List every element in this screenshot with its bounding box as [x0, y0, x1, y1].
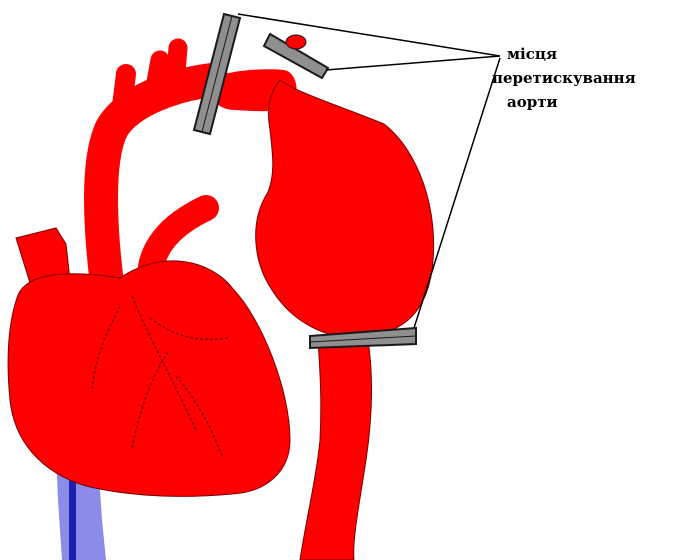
clamp-sites-label: місця перетискування аорти — [492, 42, 672, 114]
descending-aorta — [300, 340, 372, 560]
left-subclavian-artery — [174, 48, 178, 96]
label-line-2: перетискування — [492, 66, 672, 90]
brachiocephalic-artery — [120, 74, 126, 122]
heart-group — [8, 48, 290, 496]
leader-line-middle — [326, 56, 500, 70]
label-line-1: місця — [492, 42, 672, 66]
heart — [8, 261, 290, 497]
label-line-3: аорти — [492, 90, 672, 114]
aneurysm-sac — [256, 80, 434, 338]
left-carotid-artery — [152, 60, 160, 104]
